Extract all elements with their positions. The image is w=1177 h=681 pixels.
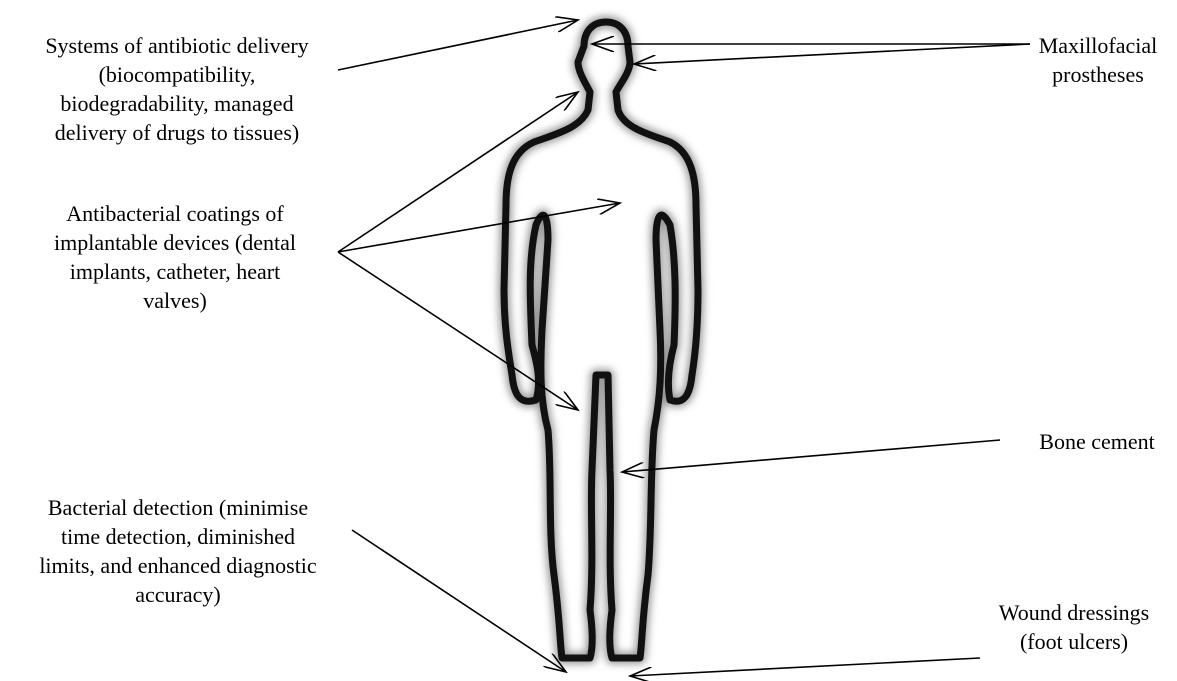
label-line: limits, and enhanced diagnostic xyxy=(0,551,356,580)
label-line: implantable devices (dental xyxy=(30,228,320,257)
label-line: Wound dressings xyxy=(984,598,1164,627)
arrow-coatings-to-chest xyxy=(338,203,620,252)
label-line: Bone cement xyxy=(1022,427,1172,456)
label-line: Antibacterial coatings of xyxy=(30,199,320,228)
label-line: prostheses xyxy=(1028,60,1168,89)
label-line: time detection, diminished xyxy=(0,522,356,551)
label-bone-cement: Bone cement xyxy=(1022,427,1172,456)
label-line: (foot ulcers) xyxy=(984,627,1164,656)
arrow-maxillofacial-to-jaw xyxy=(634,44,1030,64)
label-line: valves) xyxy=(30,286,320,315)
human-body-silhouette xyxy=(504,22,698,658)
label-antibacterial-coatings: Antibacterial coatings of implantable de… xyxy=(30,199,320,315)
label-line: (biocompatibility, xyxy=(12,60,342,89)
label-line: Systems of antibiotic delivery xyxy=(12,31,342,60)
arrow-antibiotic-to-head xyxy=(338,20,578,70)
label-line: accuracy) xyxy=(0,580,356,609)
arrow-bone-cement-to-leg xyxy=(622,440,1000,472)
label-line: implants, catheter, heart xyxy=(30,257,320,286)
arrow-wound-to-foot xyxy=(630,658,980,676)
label-maxillofacial-prostheses: Maxillofacial prostheses xyxy=(1028,31,1168,89)
label-line: biodegradability, managed xyxy=(12,89,342,118)
label-line: Bacterial detection (minimise xyxy=(0,493,356,522)
arrows xyxy=(338,20,1030,676)
label-line: delivery of drugs to tissues) xyxy=(12,118,342,147)
label-antibiotic-delivery: Systems of antibiotic delivery (biocompa… xyxy=(12,31,342,147)
label-bacterial-detection: Bacterial detection (minimise time detec… xyxy=(0,493,356,609)
label-line: Maxillofacial xyxy=(1028,31,1168,60)
arrow-detection-to-foot xyxy=(352,530,566,672)
label-wound-dressings: Wound dressings (foot ulcers) xyxy=(984,598,1164,656)
